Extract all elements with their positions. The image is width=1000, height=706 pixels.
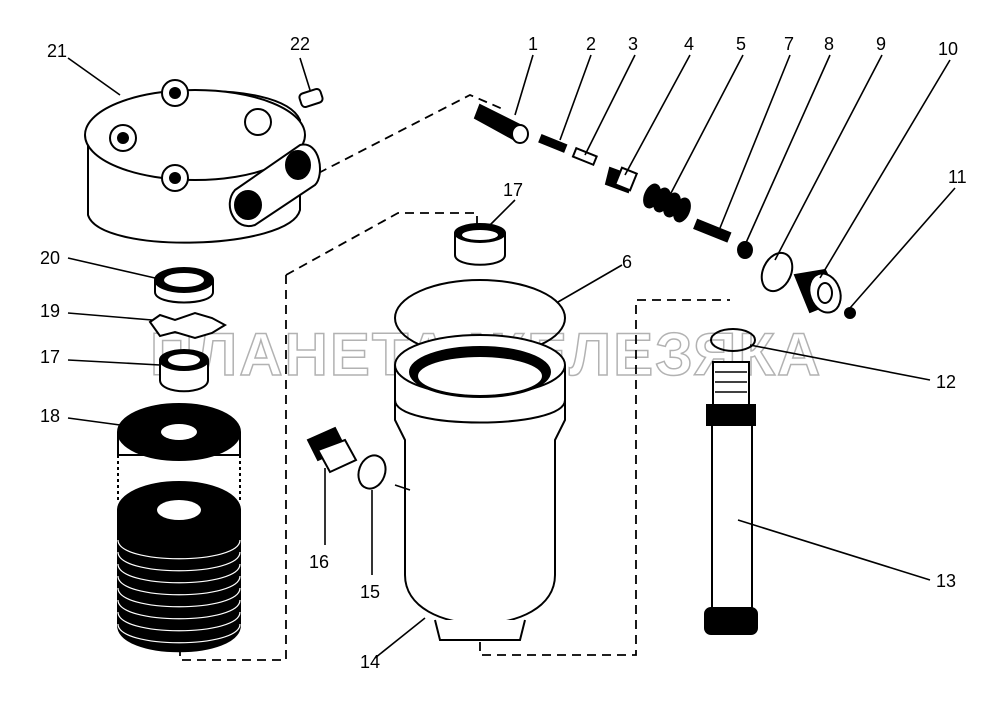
callout-13: 13 bbox=[936, 571, 956, 591]
leader-lines bbox=[67, 54, 956, 659]
part-22-pin bbox=[298, 87, 324, 109]
part-5-spring bbox=[643, 183, 691, 223]
part-8-washer bbox=[737, 241, 753, 259]
part-10-plug-cap bbox=[793, 268, 842, 314]
callout-22: 22 bbox=[290, 34, 310, 54]
callout-2: 2 bbox=[586, 34, 596, 54]
callout-10: 10 bbox=[938, 39, 958, 59]
part-19-snap-ring bbox=[148, 311, 228, 340]
callout-17-lower: 17 bbox=[40, 347, 60, 367]
callout-15: 15 bbox=[360, 582, 380, 602]
callout-12: 12 bbox=[936, 372, 956, 392]
part-16-drain-plug bbox=[306, 426, 358, 474]
part-9-o-ring bbox=[760, 251, 794, 293]
callout-11: 11 bbox=[948, 167, 967, 187]
callout-19: 19 bbox=[40, 301, 60, 321]
part-4-valve-body bbox=[604, 166, 639, 194]
callout-16: 16 bbox=[309, 552, 329, 572]
part-2-rod bbox=[538, 134, 568, 153]
part-20-sleeve bbox=[154, 267, 214, 304]
part-3-ball-seat bbox=[571, 146, 598, 167]
callout-1: 1 bbox=[528, 34, 538, 54]
callout-18: 18 bbox=[40, 406, 60, 426]
part-14-housing bbox=[394, 334, 566, 641]
callout-14: 14 bbox=[360, 652, 380, 672]
callout-4: 4 bbox=[684, 34, 694, 54]
part-1-plug bbox=[473, 103, 529, 144]
callout-5: 5 bbox=[736, 34, 746, 54]
part-11-ball bbox=[844, 307, 856, 319]
callout-17-upper: 17 bbox=[503, 180, 523, 200]
callout-8: 8 bbox=[824, 34, 834, 54]
callout-6: 6 bbox=[622, 252, 632, 272]
part-7-pin bbox=[693, 218, 732, 243]
callout-20: 20 bbox=[40, 248, 60, 268]
callout-labels: 21 22 1 2 3 4 5 7 8 9 10 11 17 6 20 19 1… bbox=[40, 34, 967, 672]
part-18-filter-element bbox=[117, 403, 241, 653]
valve-parts bbox=[473, 103, 856, 319]
part-17-lower-sleeve bbox=[159, 349, 209, 393]
part-15-o-ring bbox=[357, 454, 387, 490]
callout-21: 21 bbox=[47, 41, 67, 61]
callout-3: 3 bbox=[628, 34, 638, 54]
callout-9: 9 bbox=[876, 34, 886, 54]
part-21-filter-head bbox=[84, 79, 321, 244]
part-13-center-bolt bbox=[704, 361, 758, 635]
part-12-o-ring bbox=[710, 328, 756, 352]
callout-7: 7 bbox=[784, 34, 794, 54]
part-17-upper-sleeve bbox=[454, 223, 506, 266]
